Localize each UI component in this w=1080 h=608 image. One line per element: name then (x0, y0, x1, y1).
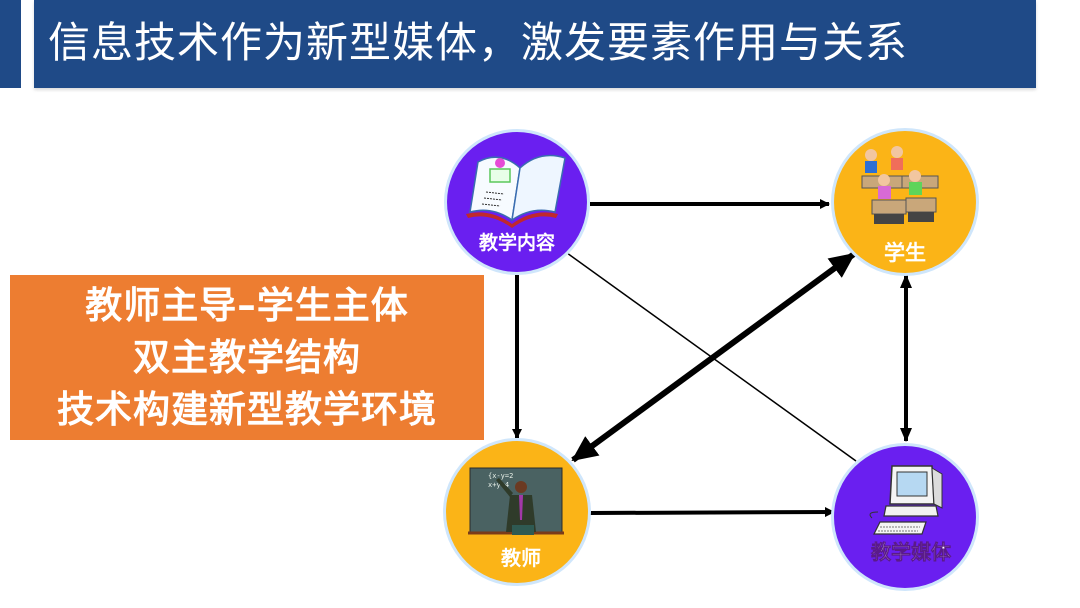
node-label-content: 教学内容 (479, 231, 555, 254)
open-book-icon (466, 154, 566, 228)
node-teaching-media: 教学媒体 (831, 443, 979, 591)
computer-icon (869, 465, 943, 535)
node-student: 学生 (831, 128, 979, 276)
left-accent-bar (0, 0, 21, 88)
summary-line-3: 技术构建新型教学环境 (57, 387, 437, 431)
node-teaching-content: 教学内容 (444, 129, 590, 275)
title-bar: 信息技术作为新型媒体，激发要素作用与关系 (34, 0, 1036, 88)
svg-text:{x-y=2: {x-y=2 (488, 472, 513, 480)
node-label-teacher: 教师 (501, 546, 541, 570)
summary-box: 教师主导–学生主体 双主教学结构 技术构建新型教学环境 (10, 275, 484, 440)
svg-text:x+y=4: x+y=4 (488, 481, 509, 489)
edge-teacher-student (571, 251, 856, 463)
edge-teacher-to-media (589, 507, 835, 518)
node-label-student: 学生 (884, 241, 926, 265)
page-title: 信息技术作为新型媒体，激发要素作用与关系 (48, 18, 909, 67)
teacher-at-blackboard-icon: {x-y=2 x+y=4 (468, 467, 564, 535)
edges (512, 199, 912, 518)
students-at-desks-icon (861, 146, 939, 224)
summary-line-1: 教师主导–学生主体 (85, 283, 409, 327)
summary-line-2: 双主教学结构 (133, 335, 361, 379)
node-label-media: 教学媒体 (871, 540, 952, 564)
node-teacher: {x-y=2 x+y=4 教师 (443, 438, 591, 586)
